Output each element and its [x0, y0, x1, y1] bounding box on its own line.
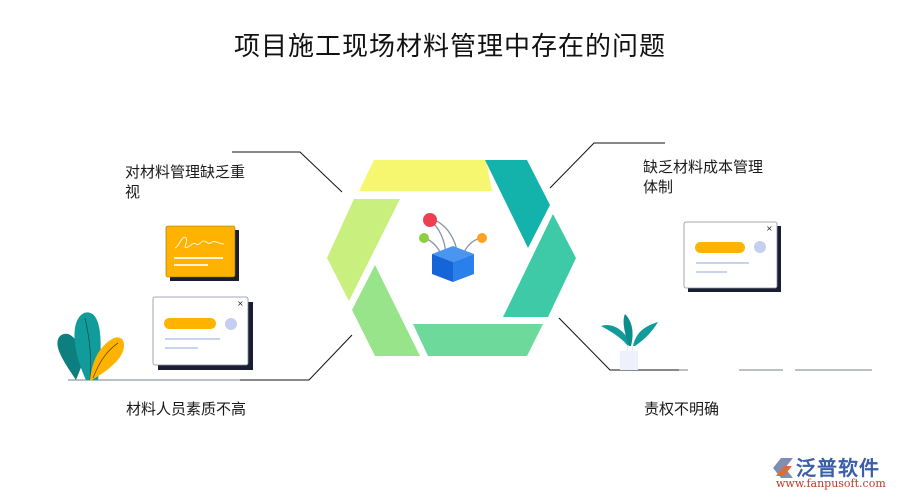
label-bottom-left: 材料人员素质不高	[126, 400, 247, 418]
plant-leaves-left-icon	[57, 312, 125, 381]
fanpu-logo-mark	[773, 458, 793, 478]
label-top-left-line1: 对材料管理缺乏重	[125, 163, 246, 181]
label-top-right-line2: 体制	[643, 178, 674, 196]
signature-card-icon	[165, 225, 239, 281]
hex-segment-top	[359, 160, 492, 191]
logo-url: www.fanpusoft.com	[776, 477, 886, 490]
connector-bottom-left	[240, 334, 353, 381]
logo-name: 泛普软件	[796, 456, 880, 480]
label-top-right: 缺乏材料成本管理 体制	[643, 157, 788, 197]
dialog-card-left-icon: ×	[152, 296, 253, 370]
svg-text:×: ×	[766, 224, 773, 233]
label-top-left: 对材料管理缺乏重 视	[125, 162, 270, 202]
label-bottom-right: 责权不明确	[644, 400, 720, 418]
hex-segment-left	[327, 199, 400, 301]
hex-segment-right	[503, 214, 576, 317]
box-with-connections-icon	[419, 213, 487, 282]
label-top-right-line1: 缺乏材料成本管理	[643, 158, 764, 176]
hexagon-ring	[327, 160, 576, 356]
hex-segment-top-right	[485, 160, 550, 248]
page-title: 项目施工现场材料管理中存在的问题	[233, 32, 666, 62]
hex-segment-bottom	[413, 324, 543, 356]
hex-segment-bottom-left	[352, 265, 420, 356]
label-top-left-line2: 视	[125, 183, 141, 201]
dialog-card-right-icon: ×	[683, 221, 781, 292]
connector-top-left	[232, 151, 343, 193]
svg-text:×: ×	[237, 299, 244, 308]
connector-top-right	[549, 142, 665, 189]
connector-bottom-right	[558, 317, 679, 371]
fanpu-logo: 泛普软件 www.fanpusoft.com	[768, 452, 893, 494]
potted-plant-icon	[601, 314, 658, 370]
